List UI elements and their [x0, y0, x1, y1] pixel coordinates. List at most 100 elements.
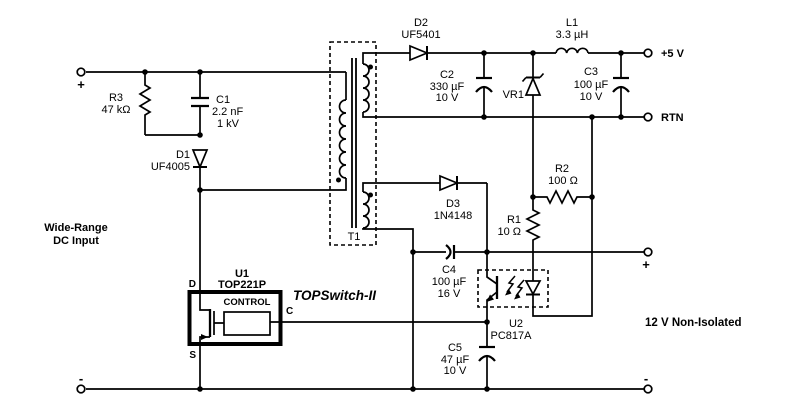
- wire-rtn-rail: [362, 112, 644, 118]
- capacitor-c4: C4 100 µF 16 V: [432, 244, 467, 300]
- wire-feedback-return: [532, 117, 593, 317]
- t1-primary-winding: [338, 99, 347, 179]
- vr1-zener-ticks: [521, 72, 545, 83]
- wires: [86, 52, 644, 390]
- c5-minus-plate: [478, 354, 496, 362]
- terminal-input-minus: [76, 384, 86, 394]
- r3-value: 47 kΩ: [101, 104, 130, 116]
- d1-triangle: [191, 149, 209, 170]
- u1-part: TOP221P: [218, 279, 266, 291]
- t1-bias-winding: [362, 191, 370, 229]
- u1-body-box: [187, 290, 283, 346]
- d2-triangle: [409, 44, 430, 62]
- input-minus-sign: -: [79, 371, 83, 386]
- zener-vr1: VR1: [503, 53, 545, 197]
- input-terminals: + - Wide-Range DC Input: [44, 67, 108, 394]
- u1-pin-c: C: [286, 306, 293, 317]
- u1-control-block: [223, 311, 271, 336]
- inductor-l1: L1 3.3 µH: [555, 17, 589, 54]
- u2-led-triangle: [524, 280, 542, 296]
- c1-rating: 1 kV: [217, 118, 240, 130]
- c3-minus-plate: [612, 85, 630, 93]
- topswitch-u1: CONTROL U1 TOP221P D C S TOPSwitch-II: [187, 268, 376, 361]
- l1-ref: L1: [566, 17, 578, 29]
- t1-secondary-winding: [362, 63, 370, 113]
- terminal-input-plus: [76, 67, 86, 77]
- t1-secondary-phase-dot: [368, 64, 373, 70]
- c2-value: 330 µF: [430, 81, 465, 93]
- c2-minus-plate: [475, 85, 493, 93]
- t1-core: [351, 58, 357, 228]
- t1-ref: T1: [348, 231, 361, 243]
- terminal-5v: [643, 48, 653, 58]
- resistor-r3: R3 47 kΩ: [101, 72, 152, 135]
- junction-dots: [142, 50, 624, 392]
- u2-emitter-arrow: [486, 294, 494, 302]
- vr1-triangle: [524, 76, 542, 96]
- wire-d3-cathode: [457, 182, 488, 252]
- label-5v: +5 V: [661, 48, 685, 60]
- resistor-r1: R1 10 Ω: [497, 197, 541, 281]
- input-plus-sign: +: [77, 77, 85, 92]
- output-5v-terminals: +5 V RTN: [643, 48, 685, 124]
- u2-light-arrow-1: [505, 288, 512, 296]
- u1-mosfet-gate: [213, 311, 224, 335]
- c3-ref: C3: [584, 66, 598, 78]
- label-rtn: RTN: [661, 112, 684, 124]
- d3-value: 1N4148: [434, 210, 473, 222]
- d1-value: UF4005: [151, 161, 190, 173]
- u2-ref: U2: [509, 318, 523, 330]
- input-label-line2: DC Input: [53, 235, 99, 247]
- 12v-plus-sign: +: [642, 257, 650, 272]
- l1-symbol: [555, 47, 589, 54]
- label-12v-output: 12 V Non-Isolated: [645, 317, 742, 329]
- u2-emitter: [486, 291, 498, 322]
- c4-rating: 16 V: [438, 288, 461, 300]
- c4-minus-plate: [445, 244, 452, 260]
- c2-rating: 10 V: [436, 92, 459, 104]
- d3-ref: D3: [446, 198, 460, 210]
- c4-value: 100 µF: [432, 276, 467, 288]
- t1-primary-phase-dot: [336, 177, 341, 183]
- r2-ref: R2: [555, 163, 569, 175]
- wire-bias-to-d3: [362, 182, 440, 192]
- c4-ref: C4: [442, 264, 456, 276]
- topswitch-family-label: TOPSwitch-II: [293, 288, 376, 303]
- capacitor-c5: C5 47 µF 10 V: [441, 322, 496, 389]
- terminal-12v-plus: [643, 247, 653, 257]
- wire-secondary-top-lead: [362, 52, 410, 64]
- u2-dashed-box: [477, 269, 549, 308]
- r1-symbol: [525, 197, 541, 281]
- r3-symbol: [138, 72, 152, 135]
- optocoupler-u2: U2 PC817A: [477, 252, 549, 342]
- c3-value: 100 µF: [574, 79, 609, 91]
- diode-d1: D1 UF4005: [151, 149, 209, 173]
- capacitor-c1: C1 2.2 nF 1 kV: [191, 72, 243, 135]
- diode-d2: D2 UF5401: [401, 17, 441, 62]
- r3-ref: R3: [109, 92, 123, 104]
- c1-value: 2.2 nF: [212, 106, 243, 118]
- d2-value: UF5401: [401, 29, 440, 41]
- transformer-t1: T1: [329, 41, 377, 246]
- t1-bias-phase-dot: [368, 192, 373, 198]
- r1-ref: R1: [507, 214, 521, 226]
- c5-ref: C5: [448, 342, 462, 354]
- r1-value: 10 Ω: [497, 226, 521, 238]
- r2-value: 100 Ω: [548, 175, 578, 187]
- capacitor-c3: C3 100 µF 10 V: [574, 53, 630, 117]
- diode-d3: D3 1N4148: [434, 174, 473, 222]
- c5-value: 47 µF: [441, 354, 470, 366]
- c5-rating: 10 V: [444, 365, 467, 377]
- terminal-rtn: [643, 112, 653, 122]
- d2-ref: D2: [414, 17, 428, 29]
- 12v-minus-sign: -: [644, 371, 648, 386]
- r2-symbol: [533, 189, 592, 205]
- u2-collector: [486, 252, 498, 285]
- c3-rating: 10 V: [580, 91, 603, 103]
- u2-light-bolt-1: [506, 275, 516, 293]
- t1-dashed-box: [329, 41, 377, 246]
- output-12v-terminals: + - 12 V Non-Isolated: [642, 247, 742, 394]
- c2-ref: C2: [440, 69, 454, 81]
